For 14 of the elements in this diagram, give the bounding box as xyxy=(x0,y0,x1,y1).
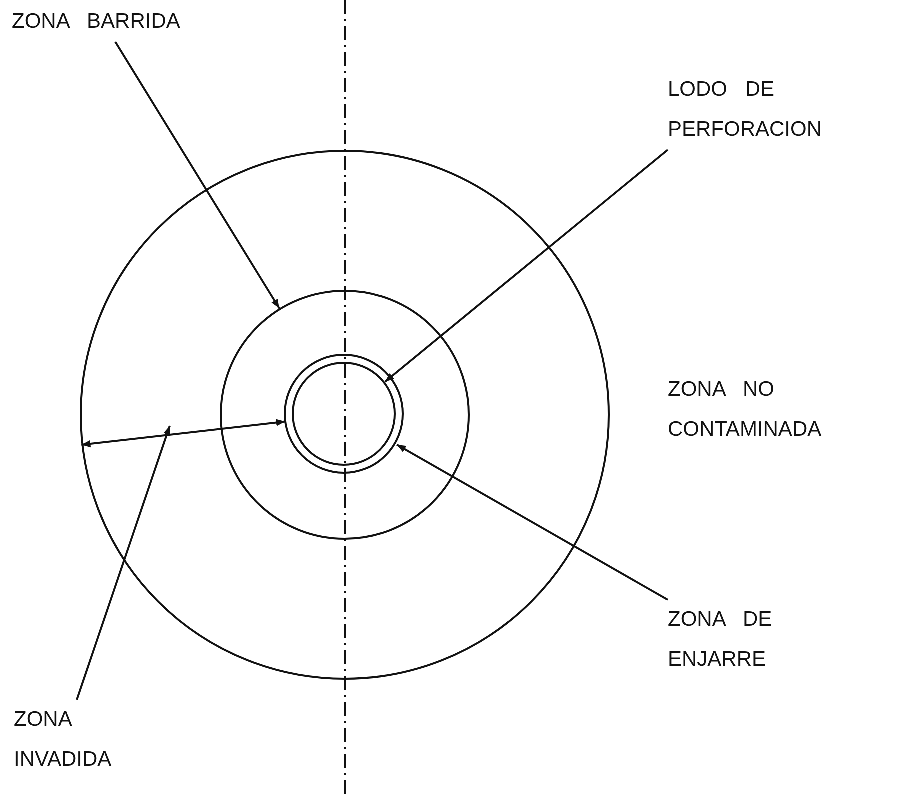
leader-line xyxy=(396,444,668,601)
leader-line xyxy=(384,149,669,383)
circle-outline xyxy=(284,354,404,474)
circle-outline xyxy=(80,150,610,680)
zone-label: ZONA INVADIDA xyxy=(14,700,154,780)
circle-outline xyxy=(220,290,470,540)
zone-label: ZONA DE ENJARRE xyxy=(668,600,828,680)
leader-line xyxy=(76,426,171,700)
dimension-arrow xyxy=(82,419,286,448)
zone-label: ZONA BARRIDA xyxy=(12,2,242,42)
zone-label: LODO DE PERFORACION xyxy=(668,70,838,150)
leader-line xyxy=(114,41,280,310)
circle-outline xyxy=(292,362,396,466)
zone-label: ZONA NO CONTAMINADA xyxy=(668,377,823,443)
